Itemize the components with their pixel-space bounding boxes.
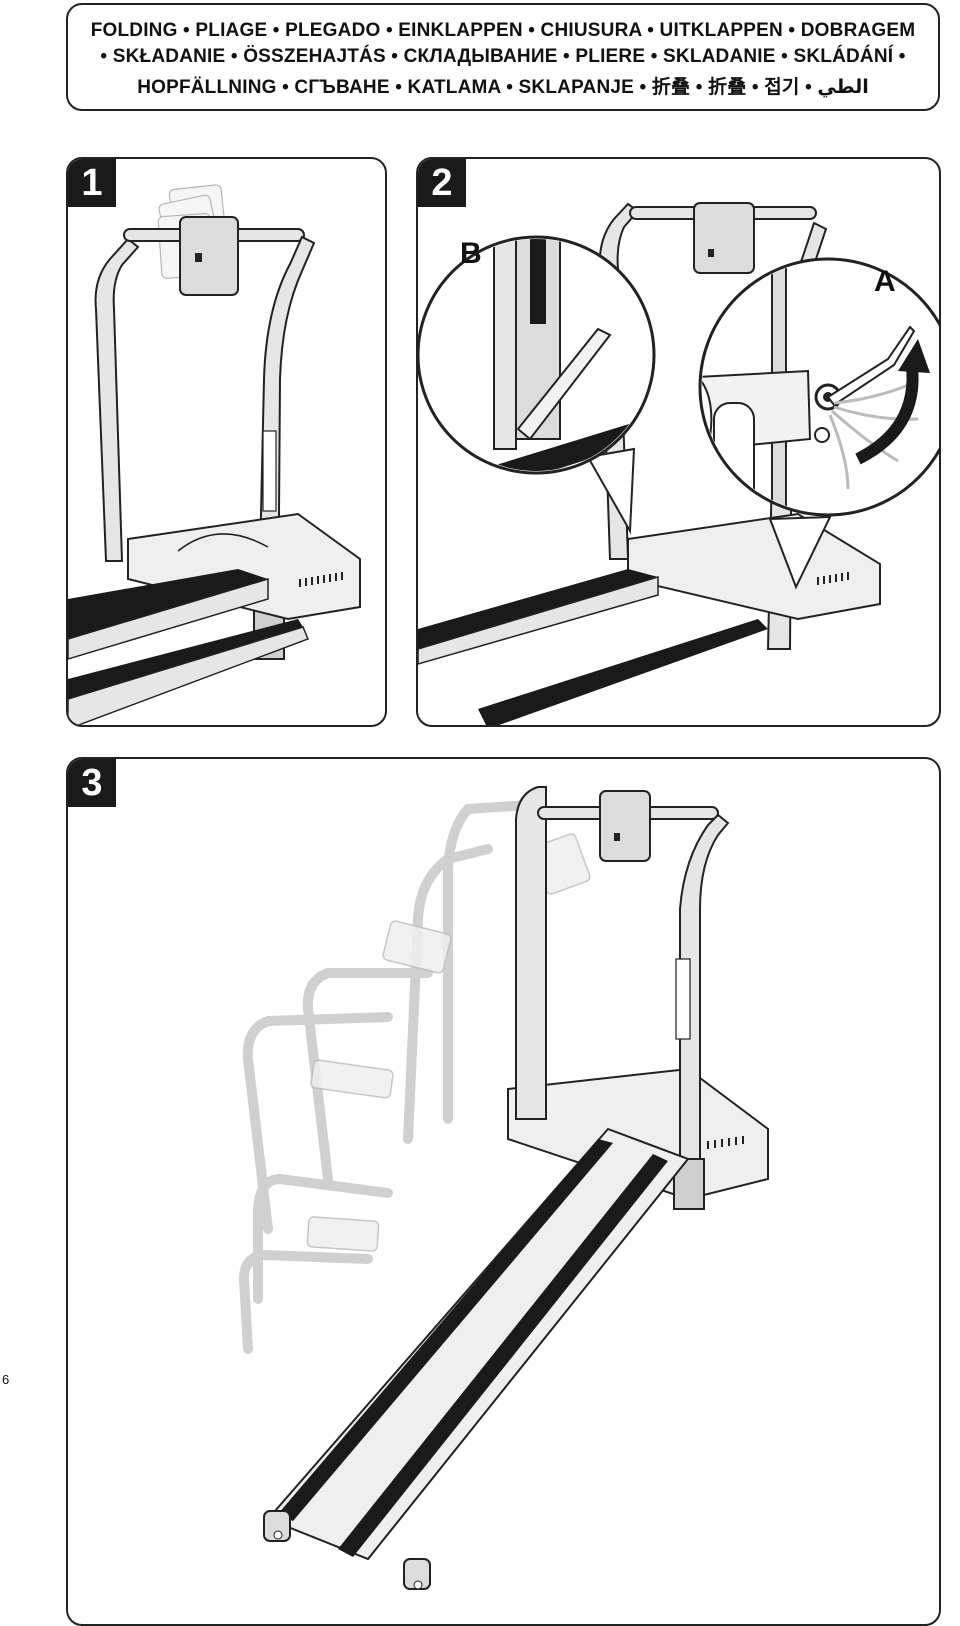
treadmill-upright-illustration	[68, 184, 361, 725]
step-3-number: 3	[68, 759, 116, 807]
step-3-panel: 3	[66, 757, 941, 1626]
callout-a-label: A	[874, 265, 896, 298]
step-1-panel: 1	[66, 157, 387, 727]
callout-b-label: B	[460, 237, 482, 270]
folding-latch-illustration	[418, 202, 939, 725]
step-1-number: 1	[68, 159, 116, 207]
treadmill-folding-sequence-illustration	[238, 786, 769, 1590]
step-2-number: 2	[418, 159, 466, 207]
title-line-3: HOPFÄLLNING • СГЪВАНЕ • KATLAMA • SKLAPA…	[137, 77, 869, 98]
title-line-2: • SKŁADANIE • ÖSSZEHAJTÁS • СКЛАДЫВАНИЕ …	[100, 46, 906, 67]
page-number: 6	[2, 1372, 10, 1387]
step-2-panel: 2	[416, 157, 941, 727]
title-line-1: FOLDING • PLIAGE • PLEGADO • EINKLAPPEN …	[90, 20, 916, 41]
title-box: FOLDING • PLIAGE • PLEGADO • EINKLAPPEN …	[66, 3, 940, 111]
